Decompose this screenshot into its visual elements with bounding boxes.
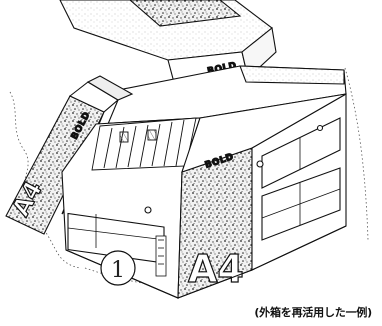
end-panel-barcode-strip — [155, 235, 167, 277]
figure-caption: (外箱を再活用した一例) — [254, 306, 372, 319]
documents-in-box — [91, 117, 197, 171]
main-box-right-side: BOLD — [181, 93, 347, 271]
front-a4-label: A4 — [188, 247, 244, 291]
step-number-badge: 1 — [100, 250, 136, 286]
main-box-end-panel: A4 — [177, 147, 253, 299]
step-number: 1 — [111, 258, 125, 283]
